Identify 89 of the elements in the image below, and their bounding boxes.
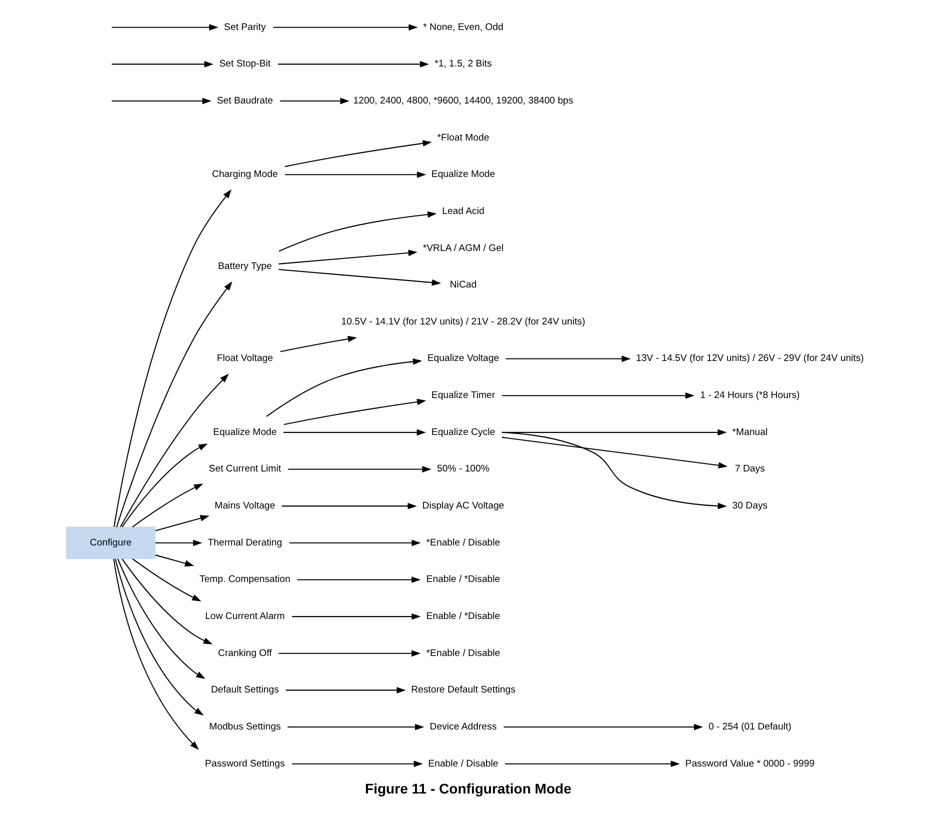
node-text: 10.5V - 14.1V (for 12V units) / 21V - 28.2V (for 24V units) [340,316,585,328]
node-text: *Manual [732,426,768,438]
arrow [113,189,231,527]
node-text: Modbus Settings [208,721,280,732]
node-text: Password Settings [204,758,284,770]
arrow [283,429,426,436]
node-text: Low Current Alarm [204,611,284,622]
arrow [503,724,703,730]
arrow [266,358,422,417]
node-text: Float Voltage [216,353,273,364]
arrow [292,613,420,620]
arrow [283,398,426,426]
node-text: *1, 1.5, 2 Bits [434,58,492,70]
node-text: Equalize Mode [212,426,276,438]
arrow [132,558,201,602]
node-text: Device Address [429,721,496,732]
arrow [154,540,202,546]
arrow [114,558,204,716]
node-text: Display AC Voltage [422,500,504,512]
arrow [285,687,406,694]
arrow [284,140,432,168]
node-text: Thermal Derating [207,537,282,548]
arrow [278,250,417,264]
node-text: Password Value * 0000 - 9999 [684,758,814,770]
arrow [121,558,212,644]
node-text: NiCad [449,280,476,291]
node-text: Equalize Voltage [426,353,499,364]
node-text: * None, Even, Odd [422,22,503,33]
arrow [281,502,416,510]
node-text: 1 - 24 Hours (*8 Hours) [700,390,800,402]
node-text: Restore Default Settings [410,684,515,696]
arrow [154,554,194,566]
node-text: Temp. Compensation [198,574,290,586]
node-text: Enable / *Disable [426,611,500,622]
arrow [501,392,694,399]
node-text: 1200, 2400, 4800, *9600, 14400, 19200, 38400 bps [352,95,573,106]
arrow [154,515,209,532]
arrow [120,374,228,528]
node-text: 50% - 100% [436,464,489,475]
arrow [272,24,418,31]
arrow [111,61,213,68]
node-text: Equalize Timer [430,390,495,402]
node-text: Charging Mode [212,169,278,180]
arrow [288,466,431,472]
arrow [504,760,680,768]
arrow [280,336,357,352]
node-text: Battery Type [217,261,272,272]
node-text: Equalize Cycle [430,426,495,438]
arrow [278,211,436,252]
arrow [278,650,420,657]
node-text: Lead Acid [442,206,484,217]
node-text: Set Stop-Bit [218,58,270,70]
arrow [284,171,426,178]
node-text: 13V - 14.5V (for 12V units) / 26V - 29V (for 24V units) [635,353,864,364]
arrow [278,269,441,286]
caption: Figure 11 - Configuration Mode [364,780,571,796]
arrow [501,436,728,468]
arrow [280,98,349,104]
arrow [112,558,198,750]
node-text: Enable / *Disable [426,574,500,586]
node-text: *VRLA / AGM / Gel [422,242,504,254]
arrow [116,558,205,679]
node-text: 7 Days [734,464,764,475]
node-text: Set Parity [224,22,266,33]
node-text: Default Settings [210,684,278,696]
arrow [111,24,218,31]
arrow [501,432,726,510]
node-text: Set Baudrate [216,95,273,106]
node-text: Set Current Limit [208,464,281,475]
arrow [121,443,208,528]
arrow [296,576,420,583]
node-text: *Float Mode [436,132,489,144]
node-text: *Enable / Disable [426,648,500,659]
node-text: Equalize Mode [430,169,495,180]
arrow [278,61,429,68]
arrow [132,484,203,528]
node-text: 30 Days [732,500,768,512]
node-text: Mains Voltage [214,500,275,512]
arrow [111,98,211,104]
arrow [287,724,424,730]
node-text: Enable / Disable [428,758,498,770]
arrow [505,356,630,362]
node-text: Cranking Off [217,648,272,659]
node-text: *Enable / Disable [426,537,500,548]
node-box: Configure [66,526,155,560]
arrow [116,281,232,528]
arrow [292,760,422,768]
node-text: 0 - 254 (01 Default) [708,721,791,732]
arrow [288,540,420,546]
